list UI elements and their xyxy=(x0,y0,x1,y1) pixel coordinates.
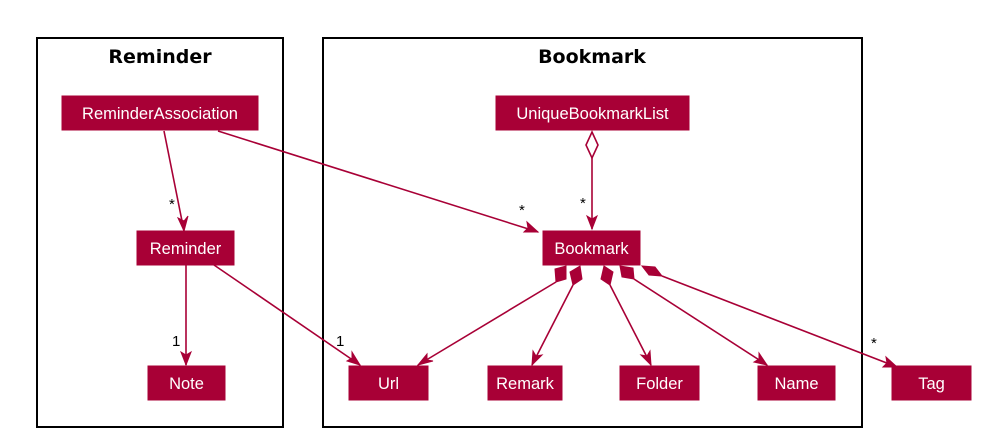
class-bookmark-label: Bookmark xyxy=(554,240,629,258)
class-reminderassociation-label: ReminderAssociation xyxy=(82,105,238,123)
class-name: Name xyxy=(757,365,836,401)
edge-bookmark-remark xyxy=(531,265,583,367)
class-folder: Folder xyxy=(619,365,700,401)
class-reminderassociation: ReminderAssociation xyxy=(61,95,259,131)
class-name-label: Name xyxy=(774,375,818,393)
class-tag: Tag xyxy=(891,365,972,401)
edge-bookmark-folder xyxy=(600,265,652,367)
package-bookmark: Bookmark xyxy=(322,37,863,428)
class-reminder-label: Reminder xyxy=(150,240,222,258)
edge-uniquebookmarklist-bookmark xyxy=(585,130,599,231)
package-bookmark-title: Bookmark xyxy=(538,46,646,68)
edge-bookmark-tag xyxy=(640,265,899,368)
multiplicity-note: 1 xyxy=(172,333,180,350)
class-uniquebookmarklist: UniqueBookmarkList xyxy=(495,95,690,131)
edge-bookmark-name xyxy=(619,265,769,366)
class-note: Note xyxy=(147,365,226,401)
relations xyxy=(163,130,899,368)
class-bookmark: Bookmark xyxy=(542,230,641,266)
class-url: Url xyxy=(348,365,429,401)
edge-reminderassociation-reminder xyxy=(163,130,189,233)
package-reminder-title: Reminder xyxy=(108,46,212,68)
edge-bookmark-url xyxy=(416,265,567,366)
class-note-label: Note xyxy=(169,375,204,393)
class-folder-label: Folder xyxy=(636,375,683,393)
edge-reminder-note xyxy=(180,265,192,367)
class-tag-label: Tag xyxy=(918,375,945,393)
class-remark: Remark xyxy=(487,365,563,401)
multiplicity-labels: * * 1 1 * * xyxy=(169,195,877,352)
class-url-label: Url xyxy=(378,375,399,393)
multiplicity-url: 1 xyxy=(336,333,344,350)
class-uniquebookmarklist-label: UniqueBookmarkList xyxy=(516,105,669,123)
edge-reminderassociation-bookmark xyxy=(217,130,540,233)
package-reminder: Reminder xyxy=(36,37,284,428)
multiplicity-bookmark-from-list: * xyxy=(580,195,586,212)
multiplicity-bookmark-from-association: * xyxy=(519,202,525,219)
multiplicity-tag: * xyxy=(871,335,877,352)
class-remark-label: Remark xyxy=(496,375,555,393)
multiplicity-reminder: * xyxy=(169,196,175,213)
edge-reminder-url xyxy=(213,264,362,366)
class-reminder: Reminder xyxy=(136,230,235,266)
